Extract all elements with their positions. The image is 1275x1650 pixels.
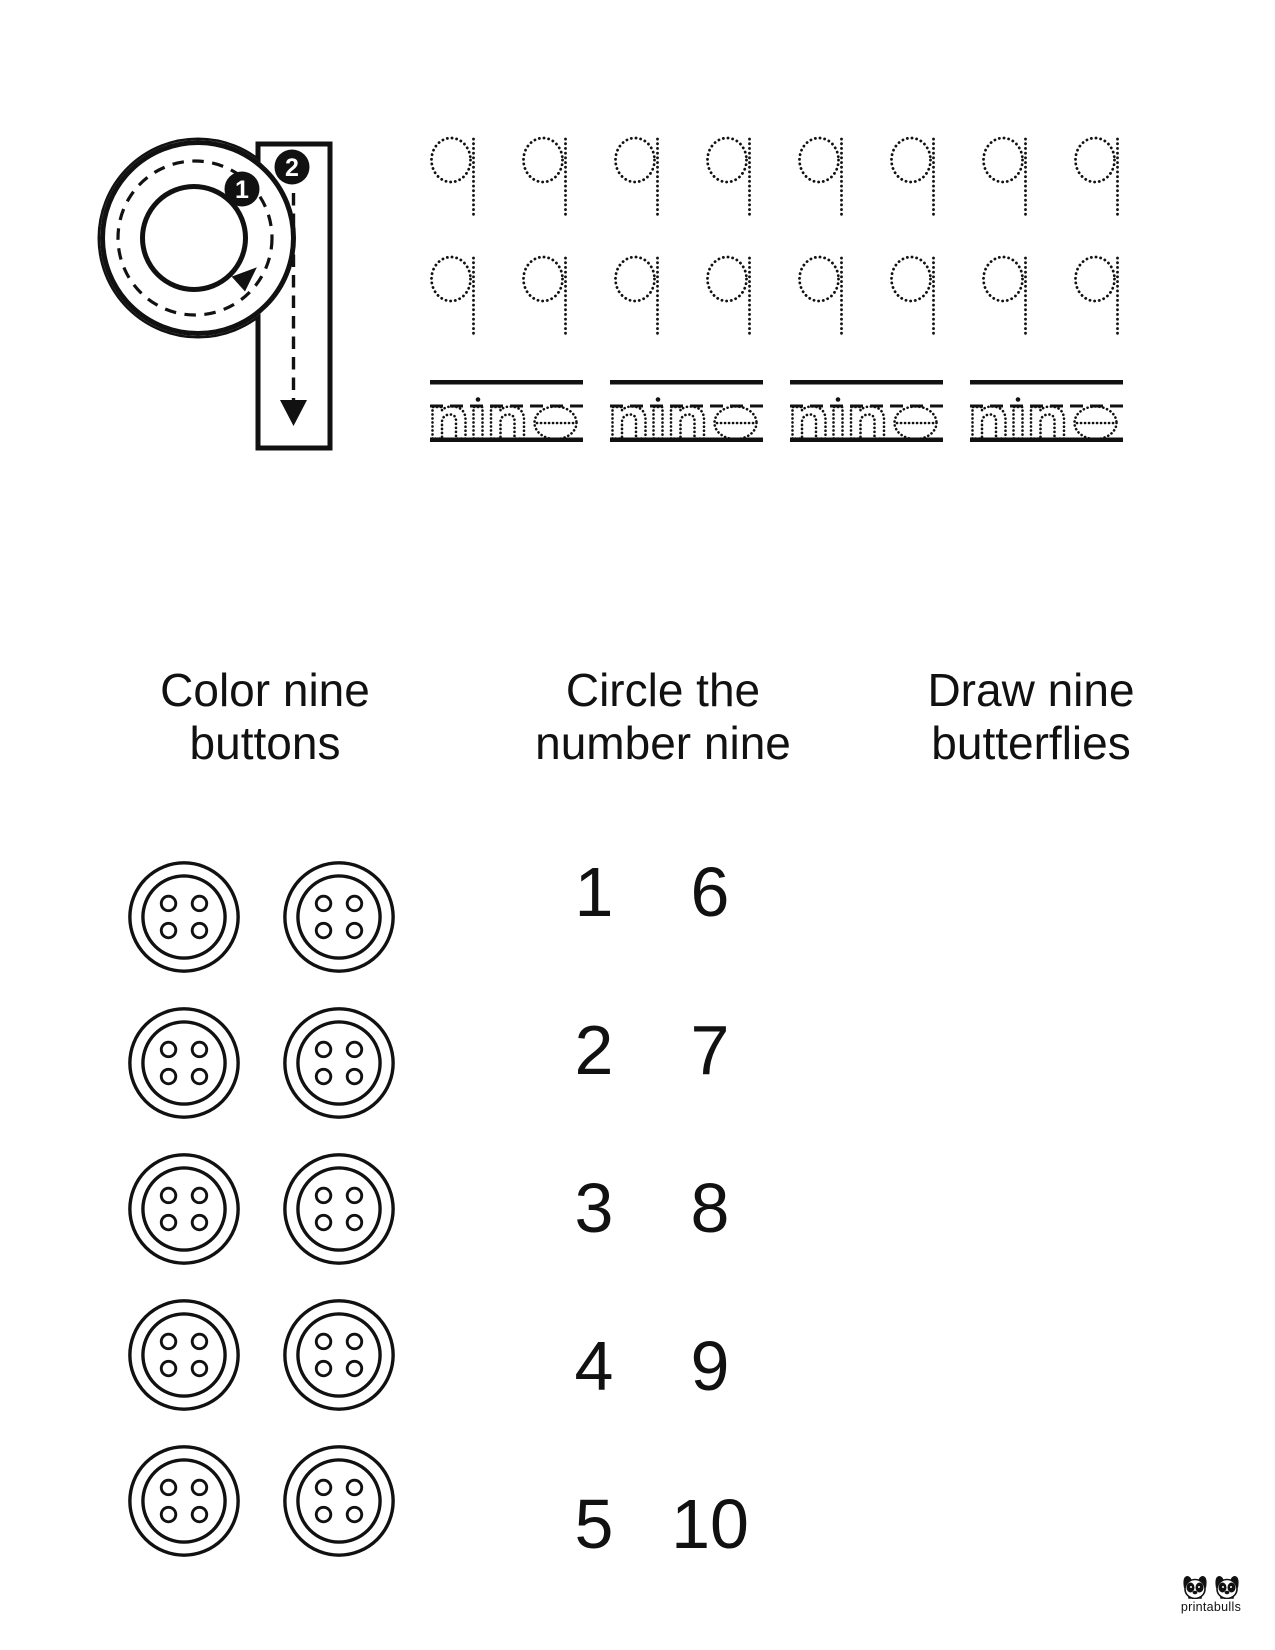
word-nine-trace-block bbox=[430, 380, 583, 442]
dotted-digit-nine bbox=[1074, 255, 1119, 336]
butterfly-drawing-area bbox=[860, 830, 1200, 1530]
dotted-digit-nine bbox=[890, 255, 935, 336]
button-to-color bbox=[128, 1299, 240, 1411]
writing-top-line bbox=[610, 380, 763, 385]
number-option-7: 7 bbox=[690, 1011, 730, 1089]
dotted-digit-nine bbox=[706, 136, 751, 217]
button-to-color bbox=[283, 1007, 395, 1119]
number-option-5: 5 bbox=[574, 1485, 614, 1563]
draw-butterflies-heading-line1: Draw nine bbox=[927, 664, 1135, 716]
bulldog-icon bbox=[1183, 1575, 1240, 1599]
stroke-step-1-badge bbox=[224, 171, 260, 207]
buttons-grid bbox=[126, 859, 397, 1559]
button-to-color bbox=[128, 861, 240, 973]
number-option-1: 1 bbox=[574, 853, 614, 931]
letter-i-dot bbox=[835, 397, 841, 402]
brand-logo: printabulls bbox=[1176, 1575, 1246, 1614]
button-to-color bbox=[128, 1153, 240, 1265]
stroke-step-1-label: 1 bbox=[235, 176, 249, 204]
dotted-word-nine bbox=[791, 405, 938, 441]
dotted-digit-nine bbox=[430, 255, 475, 336]
writing-baseline bbox=[790, 437, 943, 442]
button-to-color bbox=[283, 861, 395, 973]
stroke-step-2-label: 2 bbox=[285, 154, 299, 182]
digit-trace-row-2 bbox=[430, 255, 1120, 337]
dotted-digit-nine bbox=[706, 255, 751, 336]
dotted-digit-nine bbox=[982, 255, 1027, 336]
circle-number-heading: Circle the number nine bbox=[483, 664, 843, 770]
dotted-digit-nine bbox=[522, 136, 567, 217]
writing-top-line bbox=[790, 380, 943, 385]
color-buttons-heading: Color nine buttons bbox=[85, 664, 445, 770]
word-nine-trace-block bbox=[970, 380, 1123, 442]
letter-i-dot bbox=[1015, 397, 1021, 402]
number-option-9: 9 bbox=[690, 1327, 730, 1405]
word-nine-trace-block bbox=[610, 380, 763, 442]
button-to-color bbox=[128, 1445, 240, 1557]
button-to-color bbox=[283, 1445, 395, 1557]
word-nine-trace-block bbox=[790, 380, 943, 442]
writing-baseline bbox=[430, 437, 583, 442]
color-buttons-heading-line2: buttons bbox=[189, 717, 341, 769]
dotted-word-nine bbox=[971, 405, 1118, 441]
brand-name: printabulls bbox=[1180, 1600, 1242, 1614]
dotted-digit-nine bbox=[522, 255, 567, 336]
stroke1-arrowhead bbox=[231, 267, 257, 292]
writing-baseline bbox=[970, 437, 1123, 442]
button-to-color bbox=[283, 1153, 395, 1265]
guide-bowl-dashed-path bbox=[116, 159, 274, 317]
stroke-step-2-badge bbox=[274, 149, 310, 185]
dotted-digit-nine bbox=[890, 136, 935, 217]
button-to-color bbox=[283, 1299, 395, 1411]
number-option-2: 2 bbox=[574, 1011, 614, 1089]
writing-baseline bbox=[610, 437, 763, 442]
writing-top-line bbox=[970, 380, 1123, 385]
writing-top-line bbox=[430, 380, 583, 385]
number-nine-stroke-guide: 1 2 bbox=[97, 137, 333, 451]
dotted-digit-nine bbox=[430, 136, 475, 217]
guide-bowl-inner bbox=[140, 184, 248, 292]
letter-i-dot bbox=[655, 397, 661, 402]
dotted-digit-nine bbox=[614, 255, 659, 336]
number-option-6: 6 bbox=[690, 853, 730, 931]
dotted-digit-nine bbox=[798, 255, 843, 336]
circle-number-heading-line2: number nine bbox=[535, 717, 791, 769]
word-trace-row bbox=[430, 380, 1123, 444]
dotted-digit-nine bbox=[798, 136, 843, 217]
dotted-digit-nine bbox=[982, 136, 1027, 217]
number-option-4: 4 bbox=[574, 1327, 614, 1405]
number-option-8: 8 bbox=[690, 1169, 730, 1247]
color-buttons-heading-line1: Color nine bbox=[160, 664, 370, 716]
number-option-10: 10 bbox=[671, 1485, 749, 1563]
circle-number-heading-line1: Circle the bbox=[565, 664, 761, 716]
digit-trace-row-1 bbox=[430, 136, 1120, 218]
number-option-3: 3 bbox=[574, 1169, 614, 1247]
dotted-digit-nine bbox=[614, 136, 659, 217]
button-to-color bbox=[128, 1007, 240, 1119]
stroke2-arrowhead bbox=[280, 400, 307, 426]
dotted-word-nine bbox=[431, 405, 578, 441]
draw-butterflies-heading: Draw nine butterflies bbox=[851, 664, 1211, 770]
dotted-word-nine bbox=[611, 405, 758, 441]
letter-i-dot bbox=[475, 397, 481, 402]
dotted-digit-nine bbox=[1074, 136, 1119, 217]
draw-butterflies-heading-line2: butterflies bbox=[931, 717, 1131, 769]
